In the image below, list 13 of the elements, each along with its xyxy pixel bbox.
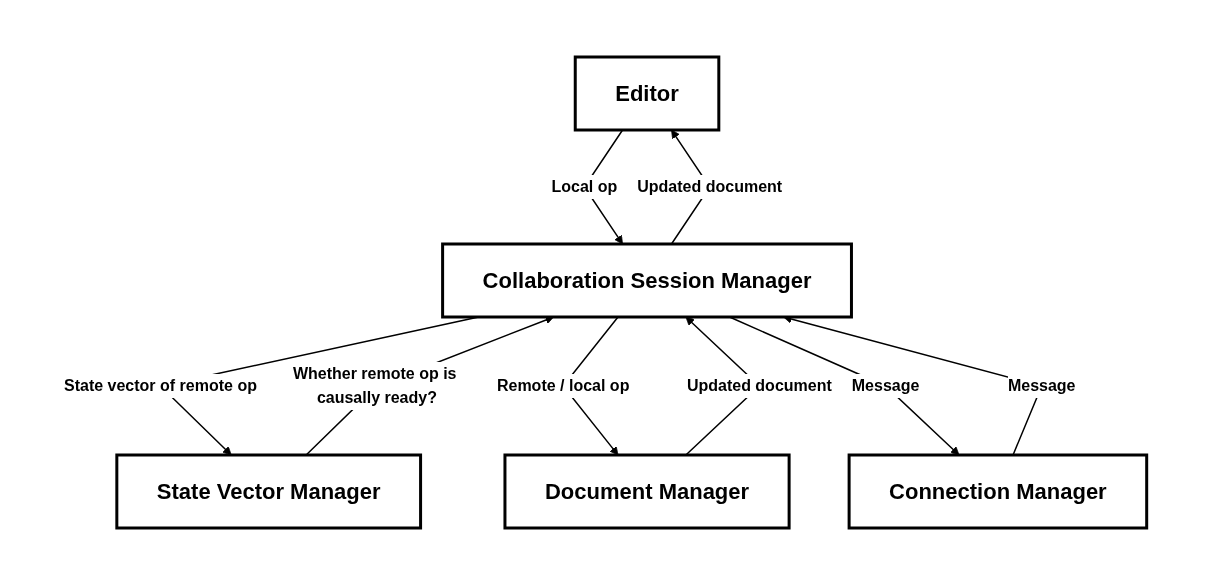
edge-label: Updated document (687, 377, 832, 394)
node-box: Editor (573, 55, 721, 132)
node-box: Document Manager (503, 453, 791, 530)
edge-label: Whether remote op is causally ready? (293, 365, 457, 406)
node-box: Connection Manager (847, 453, 1149, 530)
edge-label: Message (1008, 377, 1076, 394)
edge-label: Local op (551, 178, 618, 195)
node-box: State Vector Manager (115, 453, 423, 530)
edge-label: Remote / local op (497, 377, 630, 394)
node-box: Collaboration Session Manager (441, 242, 854, 319)
edge-label: Message (851, 377, 920, 394)
edge-label: Updated document (637, 178, 783, 195)
edge-label: State vector of remote op (64, 377, 258, 394)
